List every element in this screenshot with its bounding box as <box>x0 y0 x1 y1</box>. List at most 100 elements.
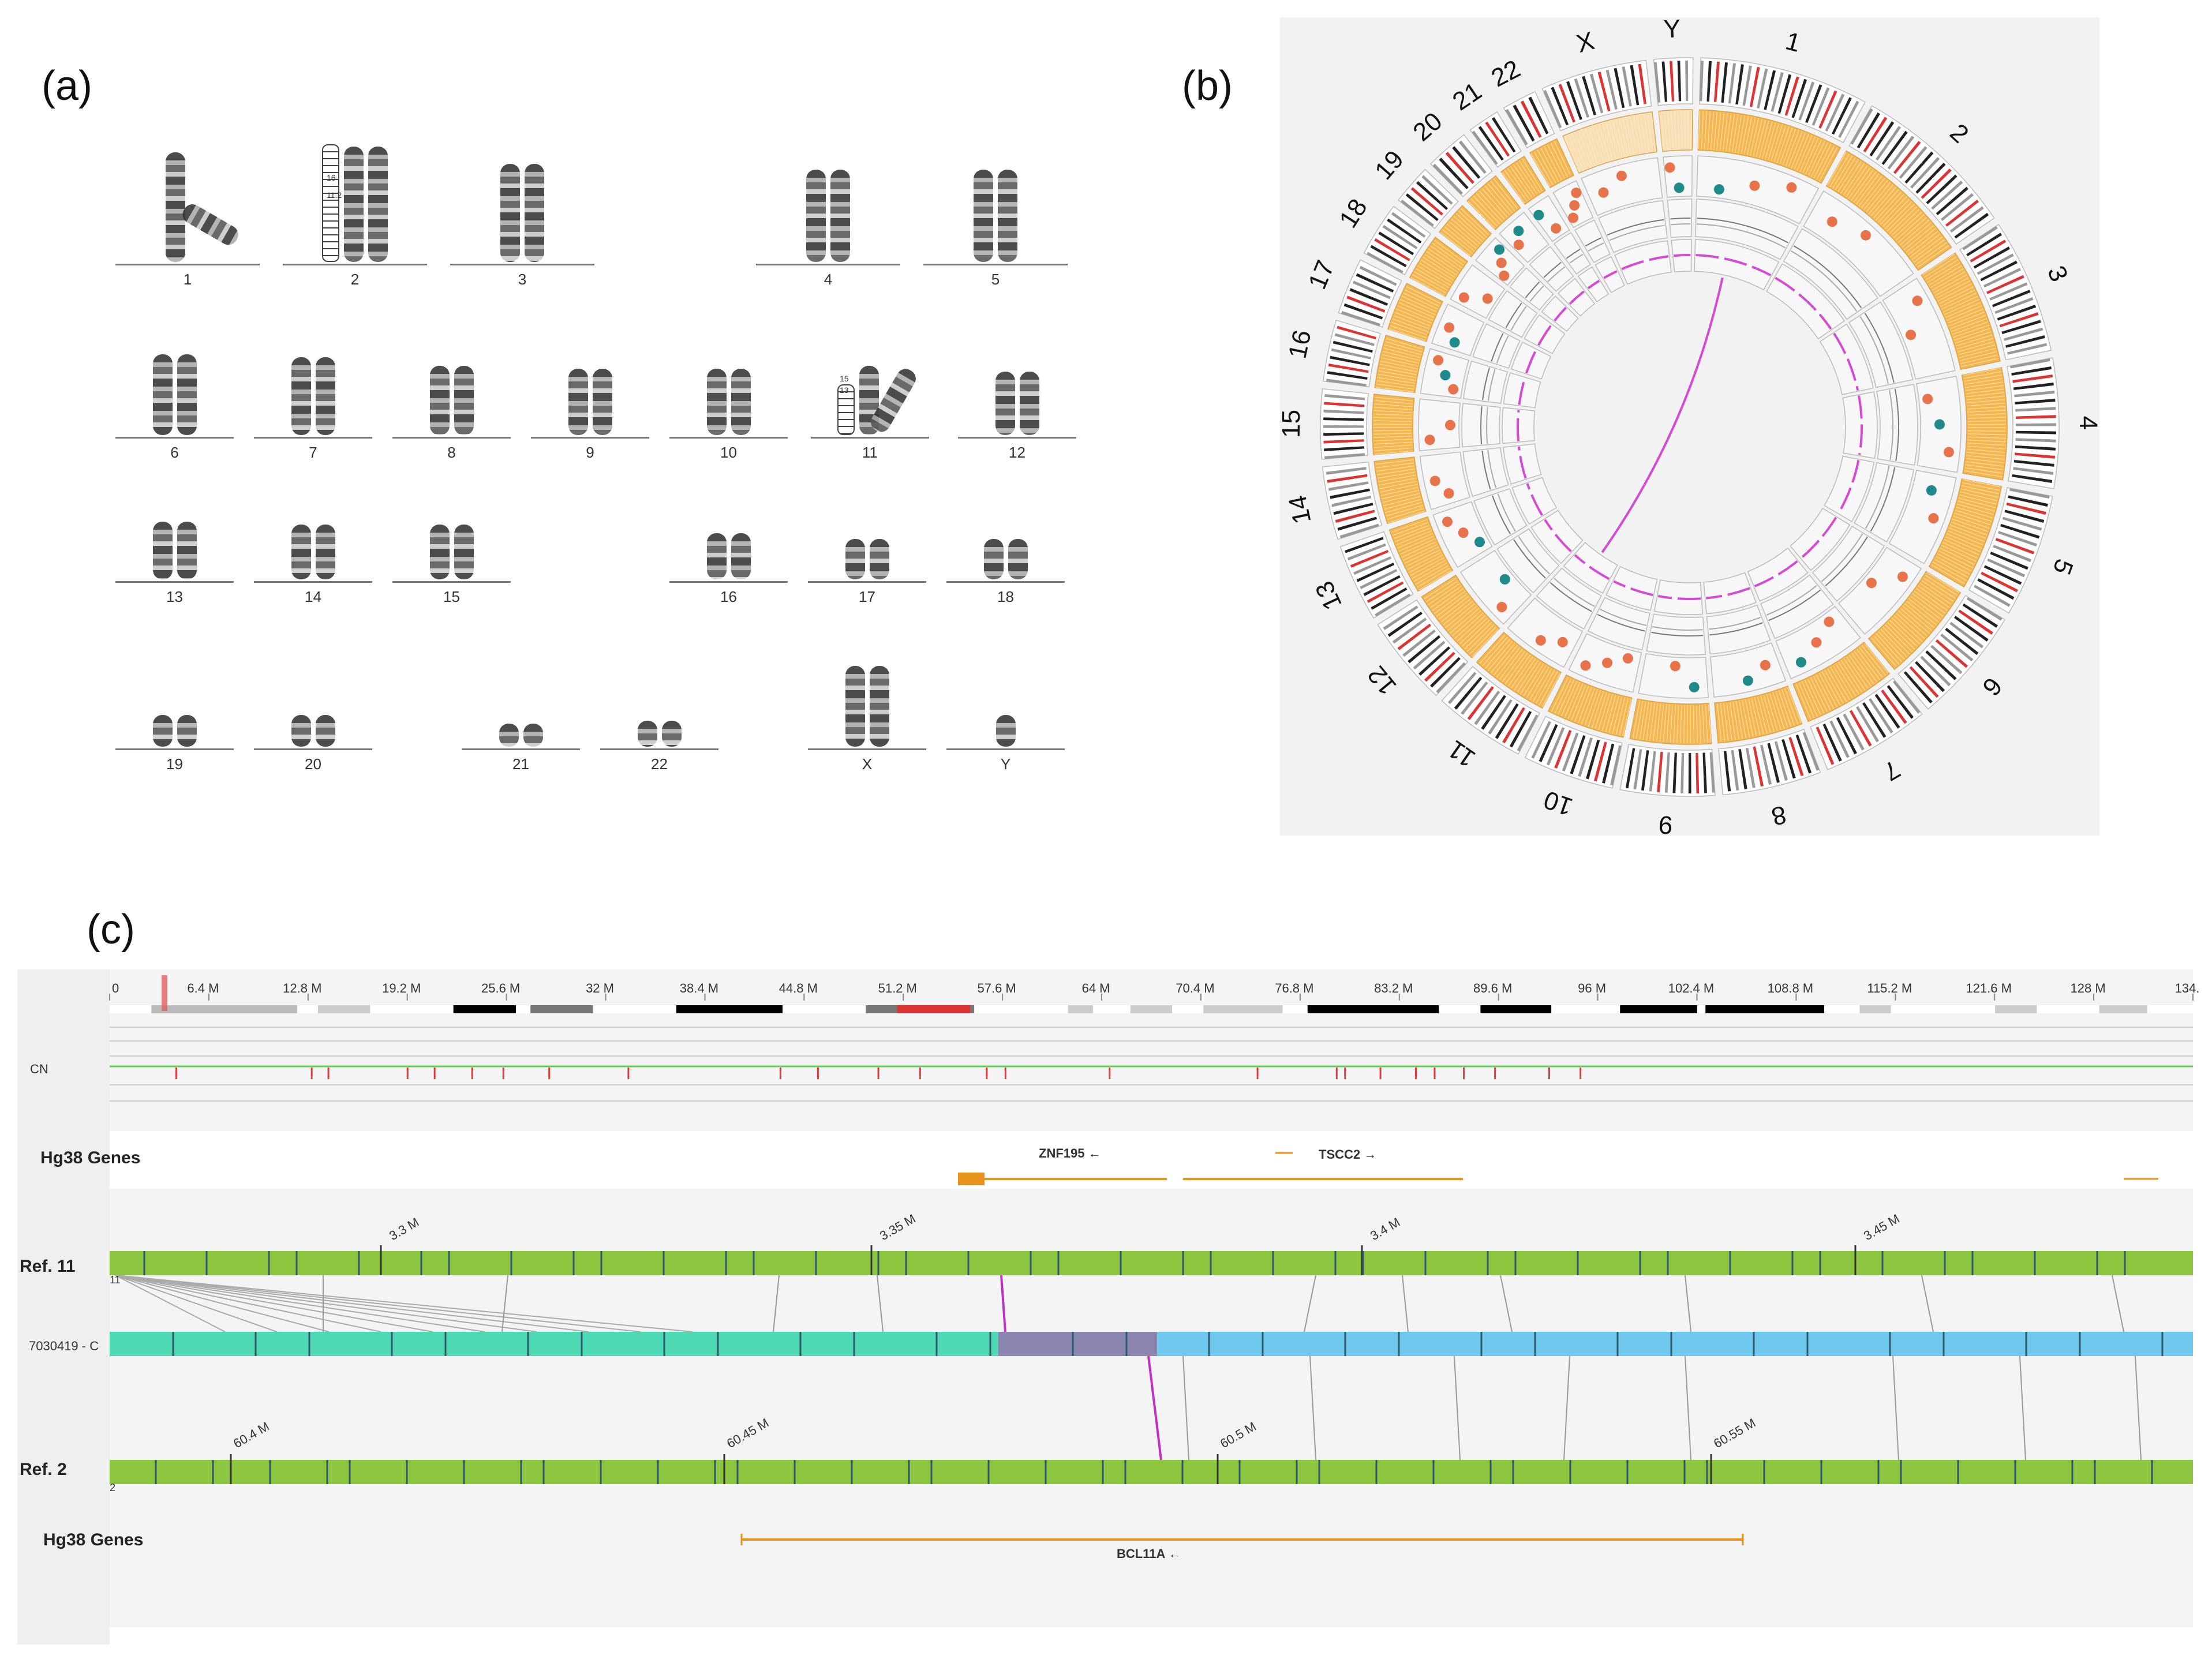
circos-heat-stripe <box>1574 686 1589 722</box>
alignment-line <box>115 1275 693 1332</box>
karyotype-chr-20: 20 <box>254 692 372 773</box>
alignment-line <box>1685 1275 1691 1332</box>
ruler-tick-label: 83.2 M <box>1374 981 1413 995</box>
circos-band <box>1408 635 1441 664</box>
circos-heat-stripe <box>1533 151 1554 185</box>
circos-heat-stripe <box>1373 413 1412 416</box>
circos-heat-stripe <box>1412 274 1446 294</box>
chr11-band-label: 13 <box>840 385 849 395</box>
circos-snv-dot <box>1499 270 1510 281</box>
circos-band <box>1892 680 1921 714</box>
circos-band <box>2009 488 2050 499</box>
circos-band <box>1654 62 1661 103</box>
circos-band <box>1962 226 1998 250</box>
circos-band <box>1578 737 1593 777</box>
circos-heat-stripe <box>1713 111 1718 150</box>
circos-track-line <box>1587 279 1600 290</box>
circos-ring-cn <box>1472 323 1521 369</box>
circos-snv-dot <box>1513 239 1524 250</box>
circos-band <box>1323 425 1364 428</box>
karyotype-label-18: 18 <box>997 588 1014 605</box>
circos-band <box>1887 685 1914 719</box>
circos-band <box>1994 297 2034 314</box>
circos-heat-stripe <box>1779 128 1793 164</box>
karyotype-baseline <box>811 437 929 439</box>
circos-band <box>1474 690 1500 725</box>
circos-heat-stripe <box>1659 112 1664 151</box>
circos-heat-stripe <box>1857 649 1880 680</box>
circos-heat-stripe <box>1409 555 1443 573</box>
circos-band <box>1920 656 1951 687</box>
circos-heat-stripe <box>1395 312 1431 327</box>
circos-snv-dot <box>1622 653 1633 664</box>
alignment-line <box>115 1275 381 1332</box>
circos-heat-stripe <box>1398 302 1435 318</box>
circos-heat-stripe <box>1801 681 1818 717</box>
circos-heat-stripe <box>1558 680 1575 715</box>
circos-band <box>1562 732 1579 772</box>
circos-ring-cnv <box>1842 391 1878 459</box>
karyotype-label-Y: Y <box>1000 755 1011 773</box>
circos-heat-stripe <box>1731 114 1739 152</box>
genes-top-label: Hg38 Genes <box>40 1148 141 1167</box>
circos-heat-stripe <box>1948 527 1985 542</box>
circos-heat-stripe <box>1378 471 1416 479</box>
circos-heat-stripe <box>1956 338 1994 350</box>
chromosome-homolog <box>869 539 889 579</box>
breakpoint-link-ref2 <box>1147 1355 1162 1460</box>
circos-snv-dot <box>1811 637 1822 648</box>
circos-snv-dot <box>1674 182 1685 193</box>
circos-track-line <box>1775 276 1832 330</box>
circos-heat-stripe <box>1624 117 1633 155</box>
circos-heat-stripe <box>1922 253 1955 275</box>
alignment-line <box>115 1275 537 1332</box>
circos-heat-stripe <box>1429 585 1462 608</box>
circos-band <box>1593 742 1607 782</box>
circos-heat-stripe <box>1683 705 1685 743</box>
circos-heat-stripe <box>1686 705 1688 743</box>
circos-heat-stripe <box>1843 163 1865 196</box>
ruler-tick-label: 25.6 M <box>481 981 520 995</box>
circos-track-line <box>1709 622 1763 636</box>
circos-band <box>1424 651 1455 682</box>
circos-heat-stripe <box>1388 328 1426 342</box>
circos-heat-stripe <box>1762 121 1773 159</box>
circos-band <box>1328 363 1369 373</box>
circos-heat-stripe <box>1885 624 1912 653</box>
circos-heat-stripe <box>1966 395 2005 400</box>
circos-heat-stripe <box>1773 125 1786 162</box>
circos-heat-stripe <box>1379 481 1417 489</box>
circos-heat-stripe <box>1748 698 1757 736</box>
circos-heat-stripe <box>1959 351 1997 361</box>
circos-heat-stripe <box>1788 131 1803 167</box>
circos-heat-stripe <box>1442 229 1473 254</box>
circos-band <box>1323 432 1364 436</box>
circos-track-line <box>1480 406 1483 444</box>
circos-heat-stripe <box>1760 695 1771 733</box>
circos-heat-stripe <box>1612 696 1623 734</box>
circos-track-line <box>1859 316 1889 384</box>
circos-band <box>1528 96 1549 134</box>
circos-track-line <box>1754 560 1798 587</box>
circos-band <box>1980 260 2018 282</box>
circos-band <box>1495 703 1519 739</box>
circos-heat-stripe <box>1941 545 1977 562</box>
circos-band <box>1788 736 1804 777</box>
alignment-line <box>115 1275 226 1332</box>
chromosome-homolog <box>315 715 335 747</box>
circos-band <box>2015 430 2056 435</box>
circos-heat-stripe <box>1967 448 2005 453</box>
alignment-line <box>1921 1275 1934 1332</box>
circos-band <box>1363 575 1401 596</box>
ruler-tick-label: 134. <box>2175 981 2200 995</box>
circos-heat-stripe <box>1378 370 1416 378</box>
chromosome-homolog <box>568 369 588 435</box>
ideogram-chr2 <box>322 144 339 262</box>
circos-heat-stripe <box>1416 268 1450 289</box>
ref11-num: 11 <box>110 1274 121 1286</box>
circos-heat-stripe <box>1413 562 1447 582</box>
circos-heat-stripe <box>1424 578 1457 600</box>
circos-heat-stripe <box>1827 152 1847 186</box>
circos-band <box>2015 399 2056 405</box>
